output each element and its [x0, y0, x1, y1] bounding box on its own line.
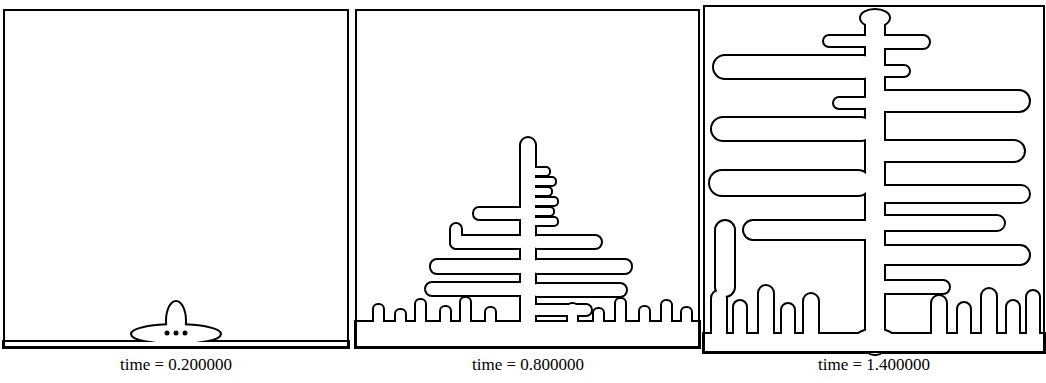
panel-middle	[356, 10, 699, 347]
time-caption: time = 1.400000	[818, 355, 930, 375]
time-caption: time = 0.800000	[472, 355, 584, 375]
panel-early	[4, 10, 348, 347]
panel-late	[704, 6, 1045, 354]
time-caption: time = 0.200000	[120, 355, 232, 375]
